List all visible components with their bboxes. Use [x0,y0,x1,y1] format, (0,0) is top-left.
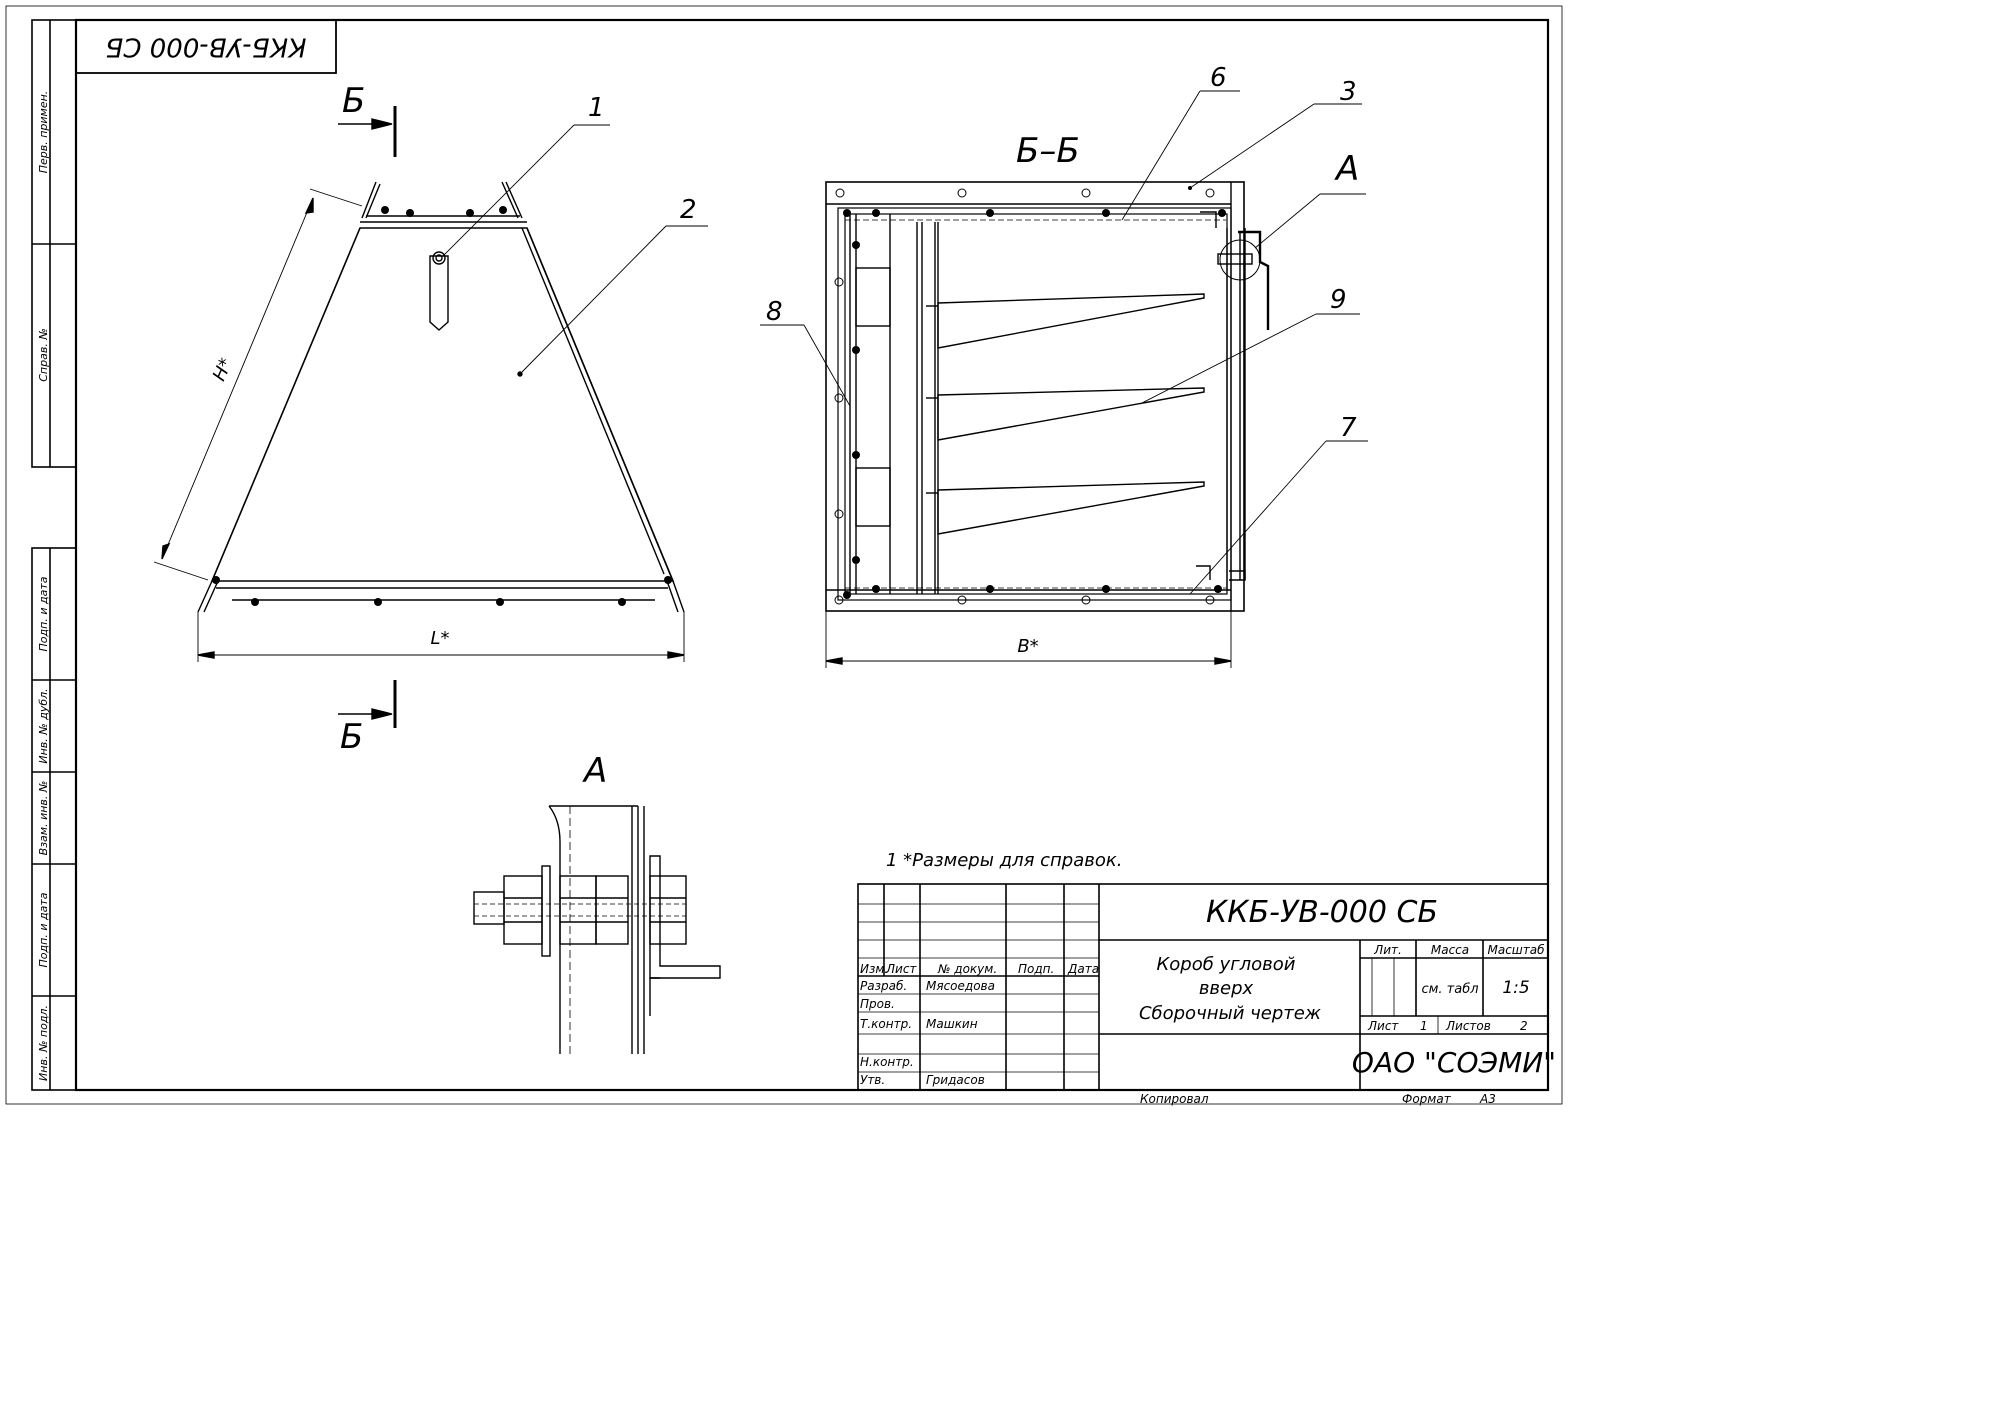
col-header-change: Изм. [860,962,888,976]
rotated-code-box [75,19,337,74]
footer-copied: Копировал [1140,1092,1209,1106]
dim-width: B* [1017,636,1038,657]
section-mark-bottom: Б [340,717,363,757]
leader-2: 2 [680,195,697,225]
scale-label: Масштаб [1487,943,1545,957]
role-tech-control: Т.контр. [860,1017,912,1031]
leader-6: 6 [1210,63,1227,93]
drawing-note: 1 *Размеры для справок. [886,850,1122,871]
sheets-label: Листов [1445,1019,1491,1033]
sheet-no: 1 [1420,1019,1428,1033]
scale-value: 1:5 [1502,978,1529,998]
side-stamp-sign-date-1: Подп. и дата [37,576,50,651]
sheet-trim-border [5,5,1563,1105]
mass-label: Масса [1431,943,1469,957]
sheet-label: Лист [1367,1019,1399,1033]
leader-9: 9 [1330,285,1347,315]
side-stamp-ref-no: Справ. № [37,328,50,382]
title-block-grid [857,883,1549,1091]
footer-format-label: Формат [1402,1092,1452,1106]
col-header-date: Дата [1067,962,1099,976]
title-block-designation: ККБ-УВ-000 СБ [1206,895,1438,930]
col-header-doc-no: № докум. [937,962,997,976]
title-block-name-line-1: Короб угловой [1157,954,1296,975]
leader-7: 7 [1340,413,1357,443]
leader-1: 1 [588,93,605,123]
col-header-sheet: Лист [885,962,917,976]
role-developer: Разраб. [860,979,907,993]
name-developer: Мясоедова [926,979,995,993]
title-block-name-line-3: Сборочный чертеж [1139,1003,1322,1024]
role-checked: Пров. [860,997,895,1011]
side-stamp-dup-inv: Инв. № дубл. [37,688,50,763]
role-approved: Утв. [860,1073,885,1087]
leader-3: 3 [1340,77,1357,107]
role-norm-control: Н.контр. [860,1055,914,1069]
sheets-total: 2 [1520,1019,1528,1033]
rotated-drawing-code: ККБ-УВ-000 СБ [105,32,306,62]
name-approved: Гридасов [926,1073,985,1087]
dim-height: H* [209,355,237,384]
section-mark-top: Б [342,81,365,121]
section-view [760,90,1368,668]
dim-length: L* [430,628,449,649]
drawing-sheet: ККБ-УВ-000 СБ Перв. примен. Справ. № Под… [5,5,1563,1106]
detail-view-a [473,805,721,1054]
detail-view-title: А [582,751,607,791]
detail-callout-label: А [1334,149,1359,189]
side-stamp-repl-inv: Взам. инв. № [37,781,50,856]
side-stamp-first-use: Перв. примен. [37,91,50,174]
name-tech-control: Машкин [926,1017,978,1031]
organization-name: ОАО "СОЭМИ" [1352,1046,1556,1079]
side-stamp-orig-inv: Инв. № подл. [37,1005,50,1081]
footer-format-value: А3 [1479,1092,1496,1106]
col-header-sign: Подп. [1018,962,1054,976]
section-view-title: Б–Б [1016,131,1080,171]
mass-value: см. табл [1421,982,1478,997]
side-stamp-grid [31,19,77,1091]
leader-8: 8 [766,297,783,327]
front-view [153,106,708,728]
lit-label: Лит. [1373,943,1402,957]
side-stamp-sign-date-2: Подп. и дата [37,892,50,967]
title-block-name-line-2: вверх [1199,978,1254,999]
